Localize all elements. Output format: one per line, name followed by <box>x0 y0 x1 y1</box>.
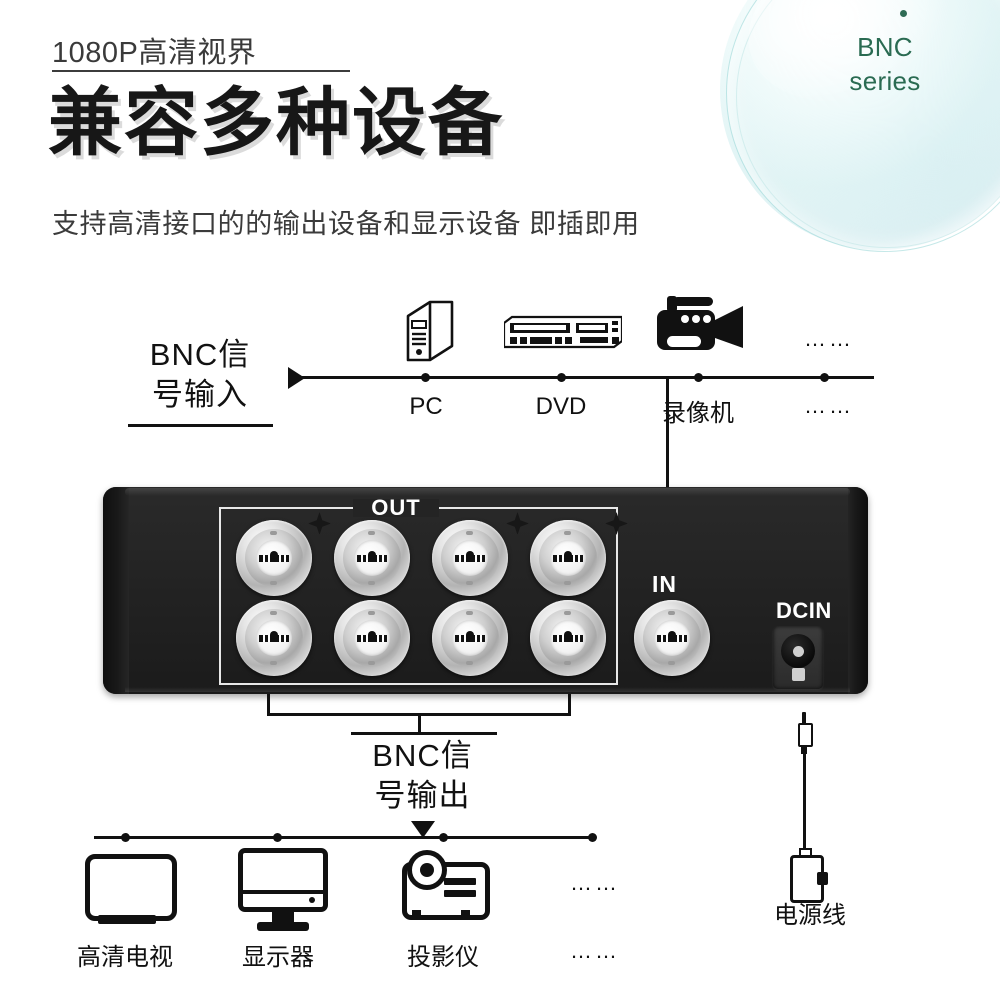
output-ellipsis-bottom: …… <box>570 938 620 963</box>
series-badge-line2: series <box>849 66 921 97</box>
output-node-projector <box>439 833 448 842</box>
bullet-dot <box>900 10 907 17</box>
bnc-out-port[interactable] <box>236 520 312 596</box>
projector-vent-bar <box>444 890 476 897</box>
input-callout-line2: 号输入 <box>152 376 248 412</box>
input-device-label-pc: PC <box>409 393 443 420</box>
dc-jack-tab <box>792 668 805 681</box>
power-plug-barrel <box>798 723 813 747</box>
projector-lens <box>407 850 447 890</box>
page-title: 兼容多种设备 <box>48 81 504 164</box>
bnc-out-port[interactable] <box>236 600 312 676</box>
projector-icon <box>398 848 498 922</box>
output-bracket-right <box>568 694 571 716</box>
bnc-out-port[interactable] <box>530 600 606 676</box>
power-cord <box>802 753 806 851</box>
output-bracket-left <box>267 694 270 716</box>
monitor-icon <box>238 848 334 931</box>
bubble-ring-inner <box>736 0 1000 248</box>
monitor-screen <box>238 848 328 912</box>
bubble-shape <box>720 0 1000 250</box>
output-arrow-icon <box>411 821 435 838</box>
output-device-label-projector: 投影仪 <box>407 944 479 971</box>
output-bus-line <box>94 836 596 839</box>
input-callout-line1: BNC信 <box>149 337 251 372</box>
input-node-dvd <box>557 373 566 382</box>
bubble-highlight <box>727 0 975 127</box>
bubble-ring-outer <box>726 0 1000 252</box>
input-arrow-icon <box>288 367 305 389</box>
series-badge-line1: BNC <box>857 32 913 62</box>
input-device-label-dvd: DVD <box>535 393 587 420</box>
input-node-pc <box>421 373 430 382</box>
bubble-decoration: BNC series <box>720 0 1000 270</box>
output-device-label-monitor: 显示器 <box>242 944 314 971</box>
monitor-bezel-strip <box>243 890 323 894</box>
input-node-more <box>820 373 829 382</box>
output-device-label-tv: 高清电视 <box>77 944 173 971</box>
kicker-underline <box>52 70 350 72</box>
subtitle-text: 支持高清接口的的输出设备和显示设备 即插即用 <box>52 209 640 239</box>
bnc-out-port[interactable] <box>334 520 410 596</box>
input-device-label-recorder: 录像机 <box>662 400 734 427</box>
bullet-dots <box>900 0 914 37</box>
output-callout: BNC信 号输出 <box>345 736 500 815</box>
projector-foot <box>461 910 470 918</box>
tv-icon <box>83 854 179 924</box>
output-callout-overline <box>351 732 497 735</box>
bnc-out-port[interactable] <box>432 600 508 676</box>
monitor-led <box>309 897 315 903</box>
bnc-out-port[interactable] <box>334 600 410 676</box>
dc-power-jack[interactable] <box>773 626 823 689</box>
power-plug-tip <box>802 712 806 725</box>
device-bottom-highlight <box>125 687 850 692</box>
series-badge: BNC series <box>815 30 955 99</box>
pc-tower-icon <box>400 298 460 366</box>
output-ellipsis-top: …… <box>570 870 620 895</box>
power-prong <box>817 872 828 885</box>
projector-vent-bar <box>444 878 476 885</box>
dvd-player-icon <box>502 313 624 353</box>
out-label: OUT <box>371 495 421 520</box>
out-label-mask <box>353 499 439 517</box>
input-bus-line <box>296 376 874 379</box>
input-ellipsis-top: …… <box>804 326 854 351</box>
device-top-highlight <box>125 488 850 496</box>
bnc-out-port[interactable] <box>432 520 508 596</box>
kicker-text: 1080P高清视界 <box>52 37 257 69</box>
output-node-tv <box>121 833 130 842</box>
bnc-in-port[interactable] <box>634 600 710 676</box>
in-label: IN <box>652 571 677 597</box>
dcin-label: DCIN <box>776 598 832 623</box>
output-callout-line2: 号输出 <box>374 777 471 813</box>
in-connector-line-outer <box>666 376 669 489</box>
input-node-recorder <box>694 373 703 382</box>
output-bracket-stem <box>418 713 421 734</box>
input-callout-underline <box>128 424 273 427</box>
dc-jack-pin <box>793 646 804 657</box>
output-callout-line1: BNC信 <box>372 738 473 773</box>
bnc-splitter-device: OUT <box>103 487 868 694</box>
tv-stand <box>98 915 156 924</box>
device-left-bevel <box>103 487 129 694</box>
tv-screen <box>85 854 177 921</box>
output-node-more <box>588 833 597 842</box>
power-plug-neck <box>801 745 807 754</box>
power-adapter-icon <box>790 712 840 903</box>
monitor-base <box>257 922 309 931</box>
bnc-out-port[interactable] <box>530 520 606 596</box>
output-node-monitor <box>273 833 282 842</box>
projector-lens-center <box>420 863 434 877</box>
device-right-bevel <box>848 487 868 694</box>
projector-foot <box>412 910 421 918</box>
camcorder-icon <box>655 292 747 354</box>
input-callout: BNC信 号输入 <box>125 335 275 414</box>
input-ellipsis-bottom: …… <box>804 393 854 418</box>
power-label: 电源线 <box>774 902 846 929</box>
